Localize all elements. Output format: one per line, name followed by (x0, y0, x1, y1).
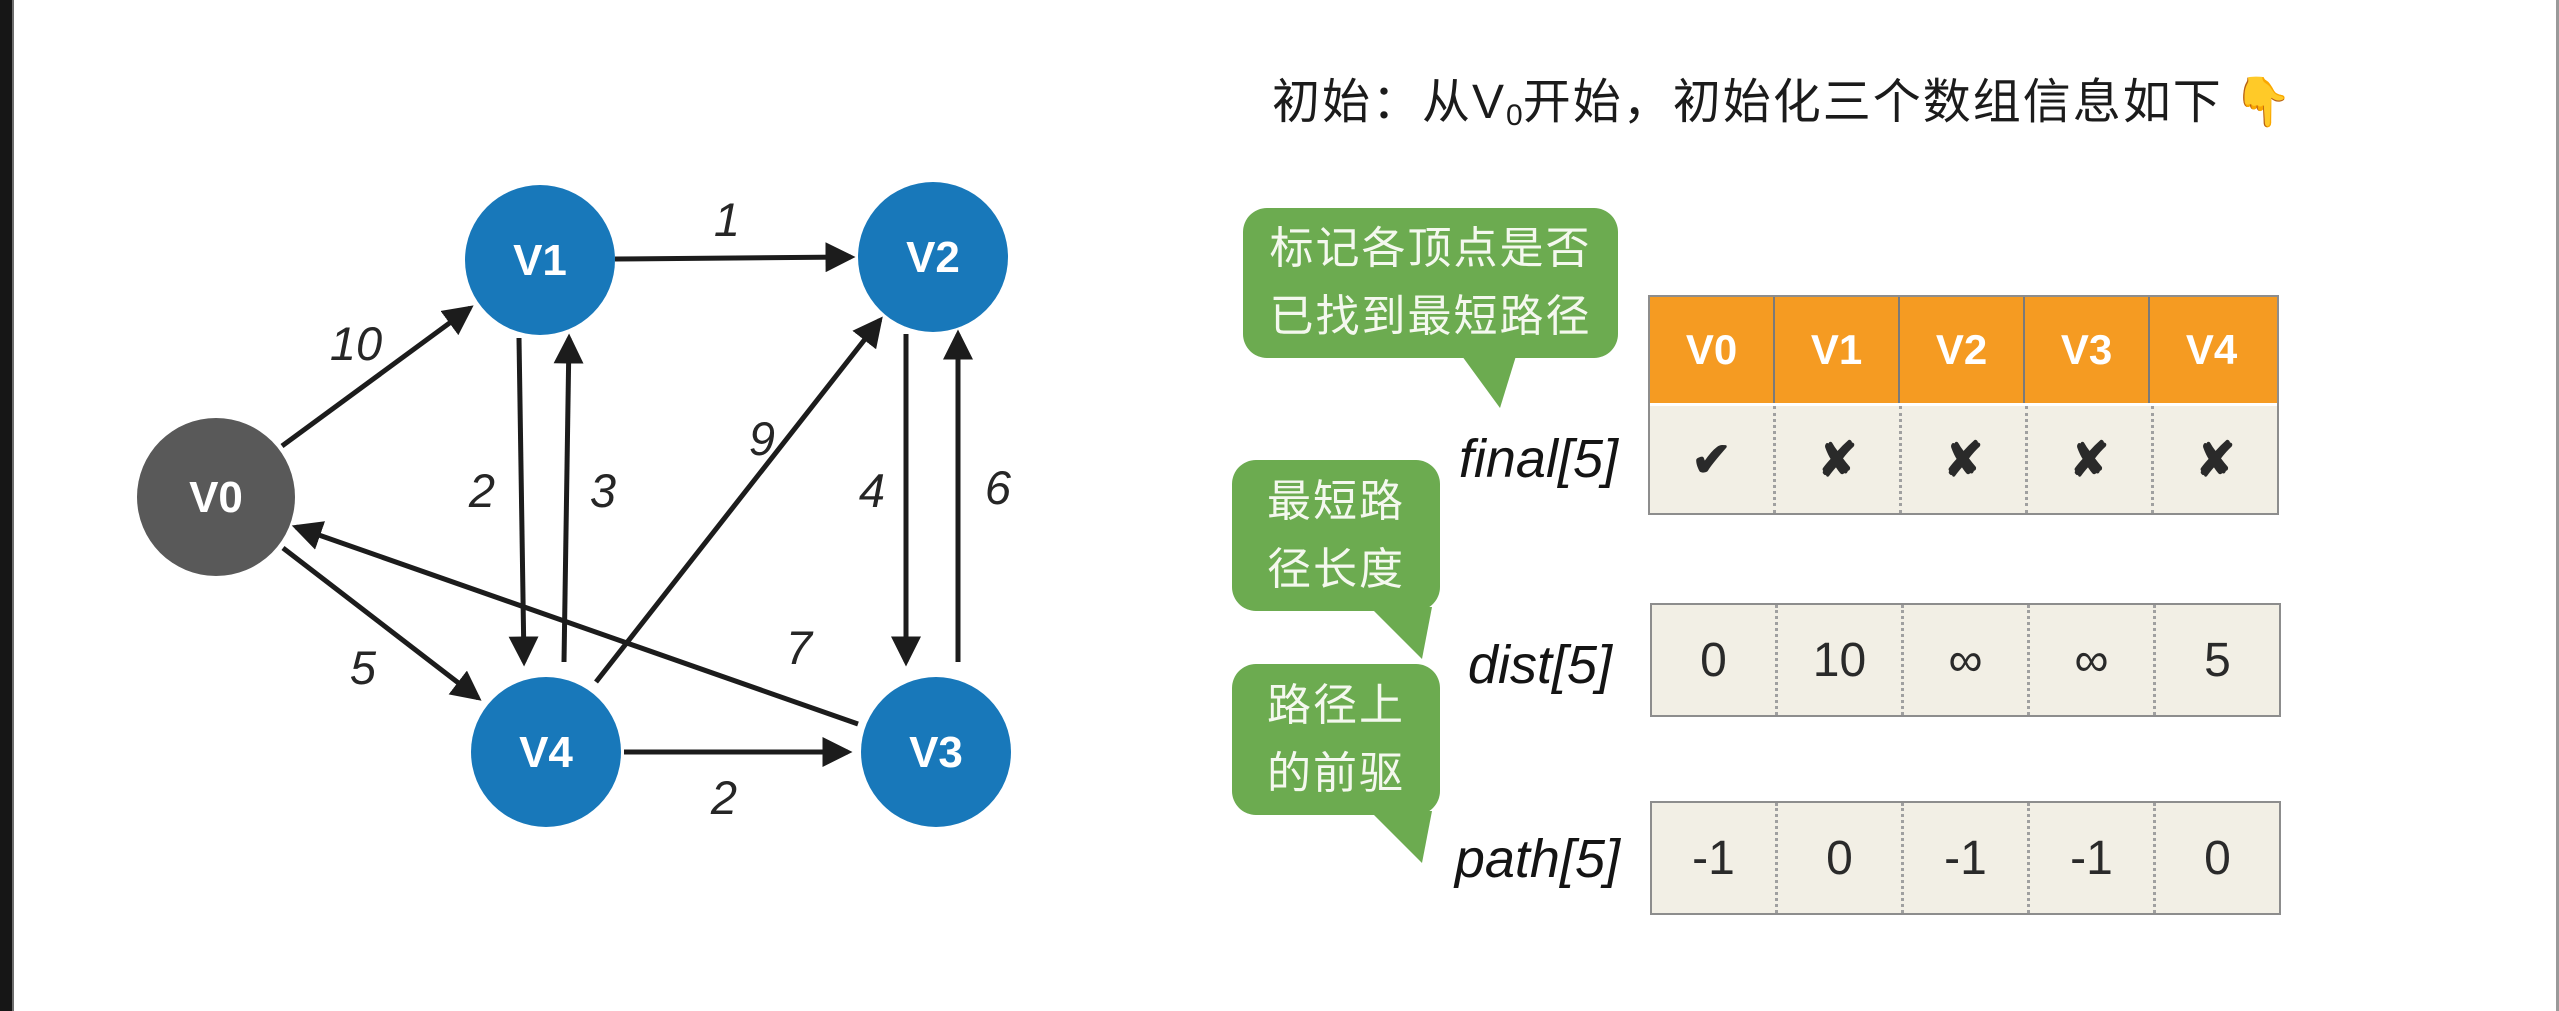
graph-edges (280, 242, 973, 767)
edge-v1-v2 (614, 242, 856, 273)
header-cell-v0: V0 (1685, 326, 1738, 373)
edge-v0-v1 (280, 305, 474, 449)
edge-v3-v0 (291, 521, 859, 727)
edge-weight-v4-v2: 9 (749, 412, 775, 465)
final-value-v0-check-icon: ✔ (1691, 433, 1732, 487)
edge-weight-v1-v4: 2 (468, 464, 495, 517)
bubble-final-text: 标记各顶点是否 已找到最短路径 (1269, 224, 1592, 341)
title-suffix: 开始，初始化三个数组信息如下 (1522, 76, 2223, 129)
slide-title: 初始：从V0开始，初始化三个数组信息如下👇 (1272, 62, 2295, 132)
bubble-path-text: 路径上 的前驱 (1267, 680, 1405, 798)
node-v4-label: V4 (519, 728, 573, 777)
dist-value-v4: 5 (2153, 605, 2279, 715)
final-value-v3-cross-icon: ✘ (2025, 406, 2151, 513)
edge-weight-v1-v2: 1 (714, 193, 740, 246)
bubble-dist-annotation: 最短路 径长度 (1232, 460, 1440, 659)
node-v0-label: V0 (189, 473, 243, 522)
title-prefix: 初始：从V (1272, 76, 1507, 129)
title-subscript: 0 (1506, 99, 1523, 132)
dist-value-v0: 0 (1700, 633, 1727, 687)
edge-weight-v0-v1: 10 (330, 317, 382, 370)
final-value-v1-cross-icon: ✘ (1773, 406, 1899, 513)
dist-array-label: dist[5] (1467, 635, 1612, 695)
right-gray-strip (2556, 0, 2559, 1011)
bubble-tail (1370, 607, 1432, 659)
path-value-v2: -1 (1901, 803, 2027, 913)
header-cell-v2: V2 (1898, 297, 2023, 403)
final-table-header-row: V0 V1 V2 V3 V4 (1650, 297, 2277, 406)
graph-canvas: 10 1 2 3 9 4 6 5 7 2 V0 V1 V2 V3 V4 (137, 182, 1012, 827)
dist-value-v2: ∞ (1901, 605, 2027, 715)
edge-weight-v3-v0: 7 (786, 621, 814, 674)
bubble-path-annotation: 路径上 的前驱 (1232, 664, 1440, 863)
edge-v4-v2 (594, 316, 883, 684)
node-v2-label: V2 (906, 233, 960, 282)
path-array-label: path[5] (1454, 829, 1620, 889)
node-v1 (465, 185, 615, 335)
node-v3-label: V3 (909, 728, 963, 777)
node-v2 (858, 182, 1008, 332)
point-down-emoji-icon: 👇 (2232, 76, 2295, 129)
left-black-strip (0, 0, 14, 1011)
path-table-value-row: -1 0 -1 -1 0 (1652, 803, 2279, 913)
edge-weight-v2-v3: 4 (859, 464, 885, 517)
dist-value-v3: ∞ (2027, 605, 2153, 715)
final-value-v2-cross-icon: ✘ (1899, 406, 2025, 513)
edge-weight-v3-v2: 6 (985, 461, 1012, 514)
bubble-dist-text: 最短路 径长度 (1267, 476, 1405, 594)
header-cell-v4: V4 (2148, 297, 2273, 403)
path-value-v1: 0 (1775, 803, 1901, 913)
edge-v4-v1 (553, 333, 584, 663)
final-array-label: final[5] (1458, 429, 1618, 489)
header-cell-v3: V3 (2023, 297, 2148, 403)
edge-weight-v4-v1: 3 (590, 464, 616, 517)
path-array-table: -1 0 -1 -1 0 (1650, 801, 2281, 915)
graph-edge-weights: 10 1 2 3 9 4 6 5 7 2 (330, 193, 1012, 824)
path-value-v3: -1 (2027, 803, 2153, 913)
edge-v0-v4 (281, 546, 482, 701)
edge-weight-v4-v3: 2 (710, 771, 737, 824)
dist-array-table: 0 10 ∞ ∞ 5 (1650, 603, 2281, 717)
bubble-tail (1370, 811, 1432, 863)
bubble-tail (1462, 356, 1516, 408)
path-value-v0: -1 (1692, 831, 1735, 885)
header-cell-v1: V1 (1773, 297, 1898, 403)
dist-table-value-row: 0 10 ∞ ∞ 5 (1652, 605, 2279, 715)
final-array-table: V0 V1 V2 V3 V4 ✔ ✘ ✘ ✘ ✘ (1648, 295, 2279, 515)
node-v4 (471, 677, 621, 827)
dist-value-v1: 10 (1775, 605, 1901, 715)
node-v3 (861, 677, 1011, 827)
graph-nodes: V0 V1 V2 V3 V4 (137, 182, 1011, 827)
node-v0 (137, 418, 295, 576)
edge-weight-v0-v4: 5 (350, 641, 377, 694)
path-value-v4: 0 (2153, 803, 2279, 913)
bubble-final-annotation: 标记各顶点是否 已找到最短路径 (1243, 208, 1618, 408)
node-v1-label: V1 (513, 236, 567, 285)
final-table-value-row: ✔ ✘ ✘ ✘ ✘ (1650, 406, 2277, 513)
final-value-v4-cross-icon: ✘ (2151, 406, 2277, 513)
edge-v1-v4 (508, 337, 539, 667)
